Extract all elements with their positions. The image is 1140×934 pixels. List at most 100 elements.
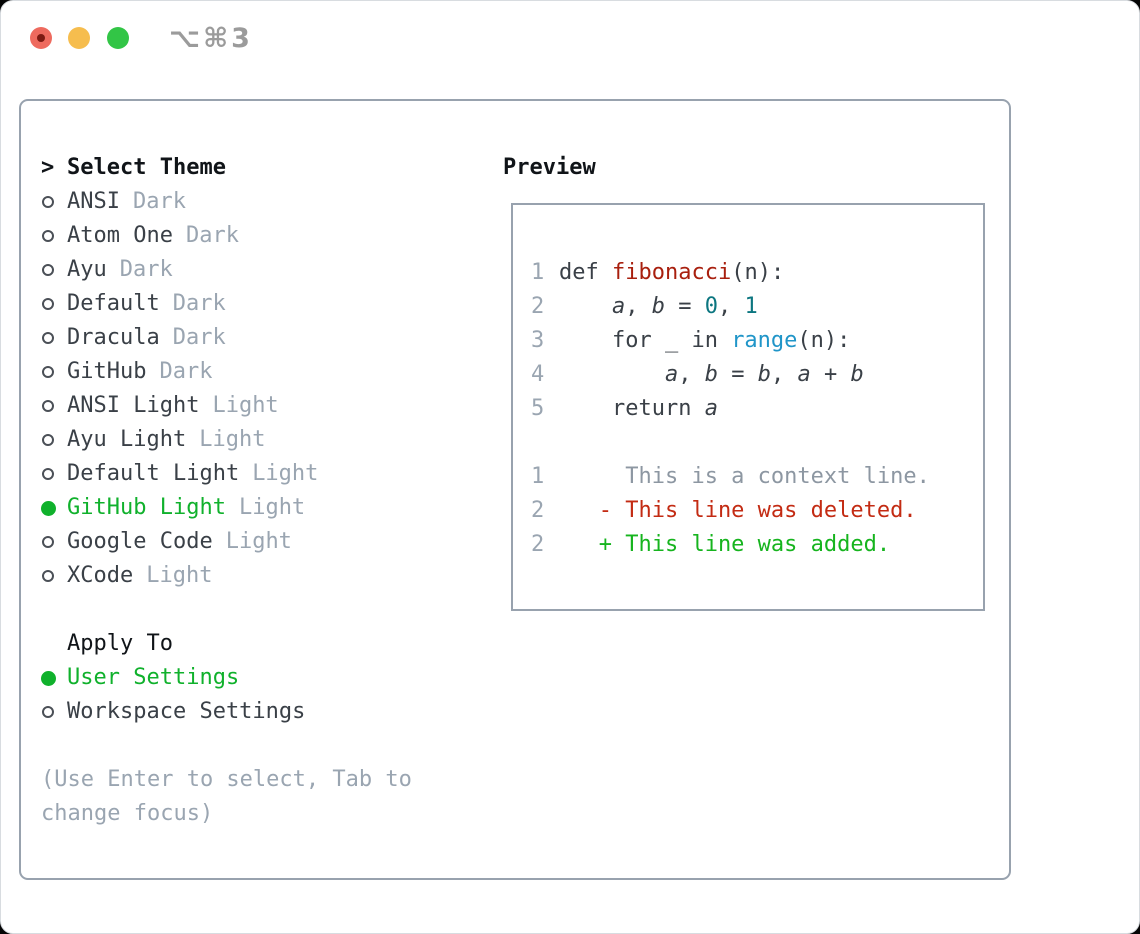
code-line: 2 a, b = 0, 1 [531,290,983,324]
option-label: XCode [67,563,134,588]
apply-option[interactable]: User Settings [41,661,441,695]
radio-slot [41,230,67,242]
spacer [41,729,441,763]
theme-item[interactable]: Dracula Dark [41,321,441,355]
code-line: 2 - This line was deleted. [531,494,983,528]
radio-slot [41,468,67,480]
radio-unselected-icon [42,332,54,344]
option-label: Default [67,291,160,316]
code-content: def fibonacci(n): [559,260,785,285]
preview-title: Preview [503,155,596,180]
radio-slot [41,332,67,344]
close-button-icon[interactable] [30,27,52,49]
radio-unselected-icon [42,366,54,378]
code-line: 1 This is a context line. [531,460,983,494]
titlebar: ⌥⌘3 [1,1,1139,75]
theme-item[interactable]: Default Light Light [41,457,441,491]
radio-unselected-icon [42,536,54,548]
radio-slot [41,670,67,686]
theme-variant-tag: Dark [119,257,173,282]
radio-slot [41,434,67,446]
option-label: Workspace Settings [67,699,306,724]
minimize-button-icon[interactable] [68,27,90,49]
radio-slot [41,196,67,208]
radio-unselected-icon [42,264,54,276]
theme-variant-tag: Light [212,393,279,418]
option-label: Dracula [67,325,160,350]
code-content: + This line was added. [559,532,891,557]
radio-unselected-icon [42,468,54,480]
theme-item[interactable]: Atom One Dark [41,219,441,253]
theme-variant-tag: Light [146,563,213,588]
line-number: 5 [531,396,545,421]
radio-selected-icon [41,500,56,516]
option-label: Atom One [67,223,173,248]
option-label: User Settings [67,665,240,690]
radio-unselected-icon [42,570,54,582]
code-content: return a [559,396,718,421]
radio-selected-icon [41,670,56,686]
line-number: 2 [531,498,545,523]
line-number: 1 [531,260,545,285]
code-content: a, b = b, a + b [664,362,864,387]
theme-variant-tag: Light [199,427,266,452]
code-line [531,426,983,460]
prompt-icon: > [41,155,55,180]
radio-slot [41,570,67,582]
radio-slot [41,536,67,548]
theme-variant-tag: Light [225,529,292,554]
line-number: 3 [531,328,545,353]
code-line: 1 def fibonacci(n): [531,256,983,290]
option-label: GitHub [67,359,147,384]
option-label: ANSI Light [67,393,200,418]
code-line: 5 return a [531,392,983,426]
theme-variant-tag: Light [238,495,306,520]
option-label: Default Light [67,461,240,486]
code-line: 4 a, b = b, a + b [531,358,983,392]
zoom-button-icon[interactable] [107,27,129,49]
theme-variant-tag: Dark [172,325,226,350]
radio-slot [41,366,67,378]
line-number: 4 [531,362,545,387]
theme-item[interactable]: Ayu Light Light [41,423,441,457]
code-content: - This line was deleted. [559,498,917,523]
radio-unselected-icon [42,434,54,446]
code-line: 2 + This line was added. [531,528,983,562]
theme-item[interactable]: XCode Light [41,559,441,593]
radio-slot [41,400,67,412]
line-number: 2 [531,294,545,319]
option-label: Ayu Light [67,427,187,452]
radio-unselected-icon [42,196,54,208]
radio-unselected-icon [42,706,54,718]
window-title: ⌥⌘3 [169,23,253,54]
theme-variant-tag: Dark [132,189,186,214]
code-content: a, b = 0, 1 [611,294,758,319]
radio-unselected-icon [42,400,54,412]
radio-slot [41,264,67,276]
option-label: Google Code [67,529,213,554]
line-number: 2 [531,532,545,557]
radio-slot [41,706,67,718]
theme-variant-tag: Light [252,461,319,486]
radio-unselected-icon [42,298,54,310]
theme-item[interactable]: ANSI Light Light [41,389,441,423]
theme-item[interactable]: GitHub Light Light [41,491,441,525]
code-content: This is a context line. [559,464,930,489]
select-theme-title: Select Theme [67,155,226,180]
theme-variant-tag: Dark [185,223,239,248]
theme-item[interactable]: Google Code Light [41,525,441,559]
apply-option[interactable]: Workspace Settings [41,695,441,729]
spacer [41,593,441,627]
option-label: GitHub Light [67,495,226,520]
select-theme-header: > Select Theme [41,151,441,185]
